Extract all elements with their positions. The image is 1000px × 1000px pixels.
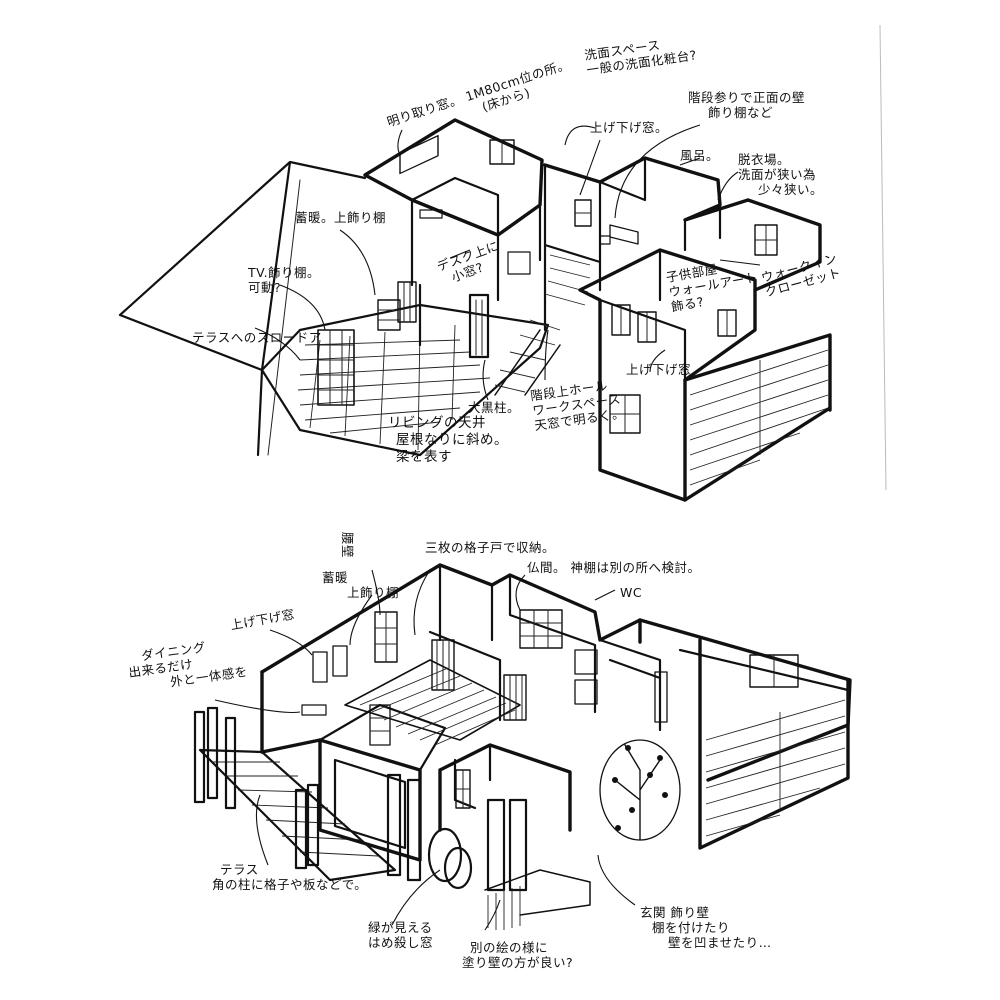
tv-shelf	[317, 329, 355, 406]
storage-shelf	[377, 281, 417, 331]
margin-line	[879, 24, 887, 491]
note-sliding-window: 上げ下げ窓。	[590, 120, 669, 135]
terrace-deck	[193, 706, 397, 882]
bedroom-block	[578, 248, 832, 502]
note-fixed-window: 緑が見える はめ殺し窓	[368, 920, 434, 950]
note-living: リビングの天井 屋根なりに斜め。 梁を表す	[388, 415, 508, 465]
upper-garage-shutter	[689, 349, 829, 486]
dining-block	[318, 703, 447, 882]
upper-leader-lines	[254, 124, 761, 401]
note-ground-storage: 蓄暖 上飾り棚	[322, 570, 400, 600]
round-window	[427, 827, 473, 890]
note-bath: 風呂。	[680, 148, 720, 163]
note-tokonoma: 玄関 飾り壁 棚を付けたり 壁を凹ませたり…	[640, 905, 772, 950]
ground-living-floor	[344, 659, 521, 746]
roof-slope	[118, 160, 367, 457]
note-storage: 蓄暖。上飾り棚	[295, 210, 387, 225]
garage-shutter	[705, 699, 846, 837]
ground-interior	[301, 563, 668, 746]
garage-block	[638, 618, 850, 850]
clerestory-block	[363, 118, 544, 302]
note-plaster: 別の絵の様に 塗り壁の方が良い?	[462, 940, 574, 970]
entrance-block	[427, 743, 591, 930]
note-pillar: 大黒柱。	[468, 400, 521, 415]
note-dressing: 脱衣場。 洗面が狭い為 少々狭い。	[738, 152, 824, 197]
lower-floor-sketch	[193, 563, 852, 931]
note-terrace: テラス 角の柱に格子や板などで。	[212, 862, 368, 892]
wet-area-block	[543, 156, 822, 292]
note-lattice: 三枚の格子戸で収納。	[425, 540, 556, 555]
note-terrace-door: テラスへのスロードア	[192, 330, 322, 345]
tree	[599, 739, 681, 841]
upper-floor-sketch	[118, 118, 832, 502]
note-entrance: 腰壁	[340, 532, 355, 559]
terrace-pillars	[193, 706, 320, 870]
living-floor	[260, 303, 550, 457]
note-stair-wall: 階段参りで正面の壁 飾り棚など	[688, 90, 806, 120]
note-altar: 仏間。 神棚は別の所へ検討。	[527, 560, 701, 575]
note-wc: WC	[620, 585, 643, 600]
note-sliding-window2: 上げ下げ窓	[626, 362, 692, 377]
big-pillar	[418, 283, 490, 359]
note-tv-shelf: TV.飾り棚。 可動?	[248, 265, 321, 295]
lower-leader-lines	[214, 569, 636, 931]
